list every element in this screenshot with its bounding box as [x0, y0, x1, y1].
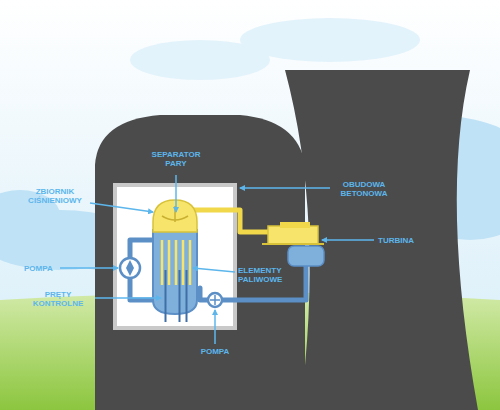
- pump-label: POMPA: [24, 264, 60, 273]
- reactor-building: [95, 115, 305, 410]
- condenser: [288, 246, 324, 266]
- pump-label: POMPA: [197, 347, 233, 356]
- concrete-containment: [115, 185, 235, 328]
- pump-bottom: [208, 293, 222, 307]
- control-rods: [166, 270, 187, 322]
- separator-label: SEPARATOR PARY: [146, 150, 206, 168]
- containment-label: OBUDOWA BETONOWA: [334, 180, 394, 198]
- vessel-label: ZBIORNIK CIŚNIENIOWY: [22, 187, 88, 205]
- leader-lines: [60, 175, 374, 344]
- pump-left: [120, 258, 140, 278]
- rods-label: PRĘTY KONTROLNE: [24, 290, 92, 308]
- pressure-vessel: [153, 200, 197, 314]
- turbine: [262, 222, 324, 244]
- turbine-label: TURBINA: [378, 236, 428, 245]
- fuel-label: ELEMENTY PALIWOWE: [238, 266, 298, 284]
